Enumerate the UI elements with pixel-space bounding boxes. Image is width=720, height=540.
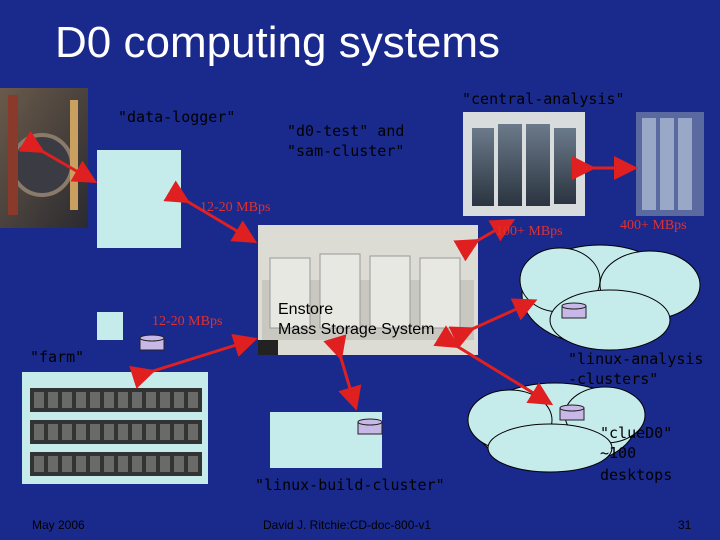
linux-analysis-label-2: -clusters" bbox=[568, 370, 659, 388]
disk-icon bbox=[357, 418, 383, 435]
linux-analysis-label: "linux-analysis bbox=[568, 350, 704, 368]
arrow-enstore-farm bbox=[129, 333, 258, 389]
small-box bbox=[97, 312, 123, 340]
rate-label-400: 400+ MBps bbox=[620, 218, 687, 233]
farm-rack bbox=[22, 372, 208, 484]
central-analysis-photo-2 bbox=[636, 112, 704, 216]
rate-label-mid: 12-20 MBps bbox=[152, 314, 223, 329]
disk-icon bbox=[561, 302, 587, 319]
data-logger-box bbox=[97, 150, 181, 248]
central-analysis-label: "central-analysis" bbox=[462, 90, 625, 108]
rate-label-100: 100+ MBps bbox=[496, 224, 563, 239]
mass-storage-label: Mass Storage System bbox=[278, 321, 435, 338]
sam-cluster-label: "sam-cluster" bbox=[287, 142, 405, 160]
arrow-enstore-clued0 bbox=[433, 325, 554, 406]
arrow-enstore-central bbox=[453, 219, 516, 262]
clued0-label: "clueD0" bbox=[600, 424, 673, 442]
data-logger-label: "data-logger" bbox=[118, 108, 236, 126]
footer-page: 31 bbox=[678, 518, 692, 532]
clued0-count: ~100 bbox=[600, 444, 637, 462]
arrow-logger-enstore bbox=[163, 180, 258, 244]
arrow-enstore-build bbox=[323, 334, 362, 411]
disk-icon bbox=[559, 404, 585, 421]
rate-label-top: 12-20 MBps bbox=[200, 200, 271, 215]
farm-label: "farm" bbox=[30, 348, 85, 366]
clued0-desktops: desktops bbox=[600, 466, 673, 484]
disk-icon bbox=[139, 334, 165, 351]
linux-analysis-cloud bbox=[519, 244, 701, 351]
footer-author: David J. Ritchie:CD-doc-800-v1 bbox=[263, 518, 432, 532]
detector-photo bbox=[0, 88, 88, 228]
arrow-detector-logger bbox=[18, 130, 98, 183]
central-analysis-photo bbox=[463, 112, 585, 216]
arrow-enstore-linux-analysis bbox=[448, 298, 538, 349]
d0-test-label: "d0-test" and bbox=[287, 122, 405, 140]
enstore-label: Enstore bbox=[278, 301, 334, 318]
footer-date: May 2006 bbox=[32, 518, 85, 532]
slide-title: D0 computing systems bbox=[55, 18, 501, 67]
linux-build-label: "linux-build-cluster" bbox=[255, 476, 445, 494]
